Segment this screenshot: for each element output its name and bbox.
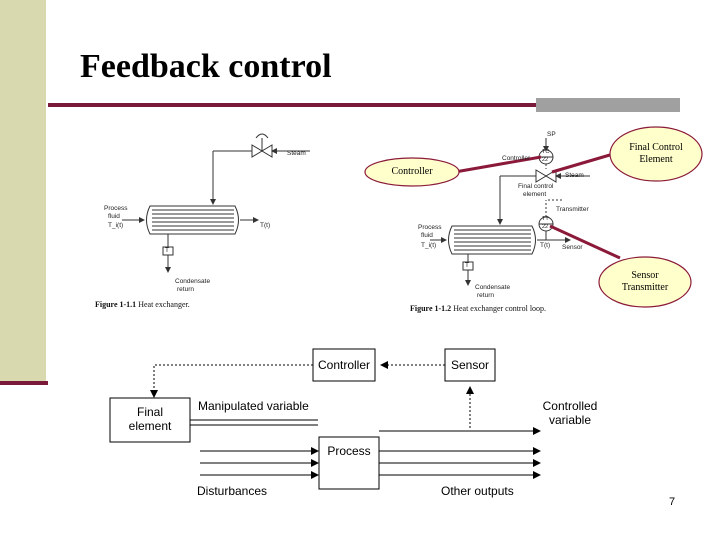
transmitter-label: Transmitter <box>556 206 589 213</box>
controller-block-label: Controller <box>317 358 371 372</box>
title-underline <box>48 103 538 107</box>
figure-left-number: Figure 1-1.1 <box>95 300 137 309</box>
figure-right-number: Figure 1-1.2 <box>410 304 452 313</box>
sensor-block-label: Sensor <box>450 358 490 372</box>
title-underline-gray <box>536 98 680 112</box>
other-outputs-label: Other outputs <box>441 484 514 498</box>
left-decor-strip <box>0 0 46 385</box>
final-element-line2: element <box>128 419 172 433</box>
final-control-callout: Final Control Element <box>610 142 702 166</box>
controller-callout: Controller <box>391 166 433 177</box>
steam-label-right: Steam <box>565 172 584 179</box>
callout-shapes <box>364 126 703 308</box>
left-decor-strip-base <box>0 381 48 385</box>
controller-block <box>312 348 376 382</box>
outlet-temperature-label-right: T(t) <box>540 242 551 249</box>
final-element-block-label: Final element <box>110 405 190 433</box>
figure-right-caption: Figure 1-1.2 Heat exchanger control loop… <box>410 304 546 313</box>
outlet-temperature-label: T(t) <box>260 222 271 229</box>
tc-tag-bottom: 22 <box>542 157 549 163</box>
process-fluid-label-right: Process <box>418 224 442 231</box>
control-loop-figure <box>430 138 590 286</box>
condensate-label-right: Condensate <box>475 284 511 291</box>
controlled-variable-label: Controlled variable <box>532 399 608 427</box>
setpoint-label: SP <box>547 131 556 138</box>
figure-left-caption: Figure 1-1.1 Heat exchanger. <box>95 300 190 309</box>
disturbances-label: Disturbances <box>197 484 268 498</box>
sensor-callout-bubble <box>598 256 692 308</box>
controlled-variable-line2: variable <box>548 413 592 427</box>
controller-callout-bubble <box>364 157 460 187</box>
condensate-label: Condensate <box>175 278 211 285</box>
slide-title: Feedback control <box>80 48 332 85</box>
process-block <box>318 436 380 490</box>
controlled-variable-line1: Controlled <box>542 399 598 413</box>
heat-exchanger-figure <box>122 133 310 273</box>
block-diagram-shapes <box>109 348 541 490</box>
controller-tag-label: Controller <box>502 155 531 162</box>
sensor-callout-line2: Transmitter <box>621 282 669 293</box>
final-control-callout-line2: Element <box>639 154 673 165</box>
process-block-label: Process <box>327 444 371 458</box>
final-control-element-label: Final control <box>518 183 554 190</box>
final-control-element-label-2: element <box>523 191 547 198</box>
steam-trap-label-right: T <box>465 262 469 269</box>
final-element-block <box>109 397 191 443</box>
sensor-callout-line1: Sensor <box>631 270 659 281</box>
tt-tag-top: TT <box>542 216 549 222</box>
process-fluid-label: Process <box>104 205 128 212</box>
tt-tag-bottom: 22 <box>542 224 549 230</box>
figure-right-title: Heat exchanger control loop. <box>453 304 547 313</box>
sensor-tag-label: Sensor <box>562 244 583 251</box>
final-element-line1: Final <box>136 405 163 419</box>
process-fluid-label-2: fluid <box>108 213 120 220</box>
tc-tag-top: TC <box>542 149 550 155</box>
condensate-label-right-2: return <box>477 292 494 299</box>
final-control-callout-bubble <box>609 126 703 182</box>
inlet-temperature-label-right: T_i(t) <box>421 242 437 249</box>
final-control-callout-line1: Final Control <box>629 142 683 153</box>
steam-label: Steam <box>287 150 306 157</box>
manipulated-variable-label: Manipulated variable <box>198 399 309 413</box>
condensate-label-2: return <box>177 286 194 293</box>
process-fluid-label-right-2: fluid <box>421 232 433 239</box>
steam-trap-label: T <box>165 247 169 254</box>
sensor-callout: Sensor Transmitter <box>599 270 691 294</box>
figure-left-title: Heat exchanger. <box>138 300 190 309</box>
inlet-temperature-label: T_i(t) <box>108 222 124 229</box>
page-number: 7 <box>669 496 676 508</box>
